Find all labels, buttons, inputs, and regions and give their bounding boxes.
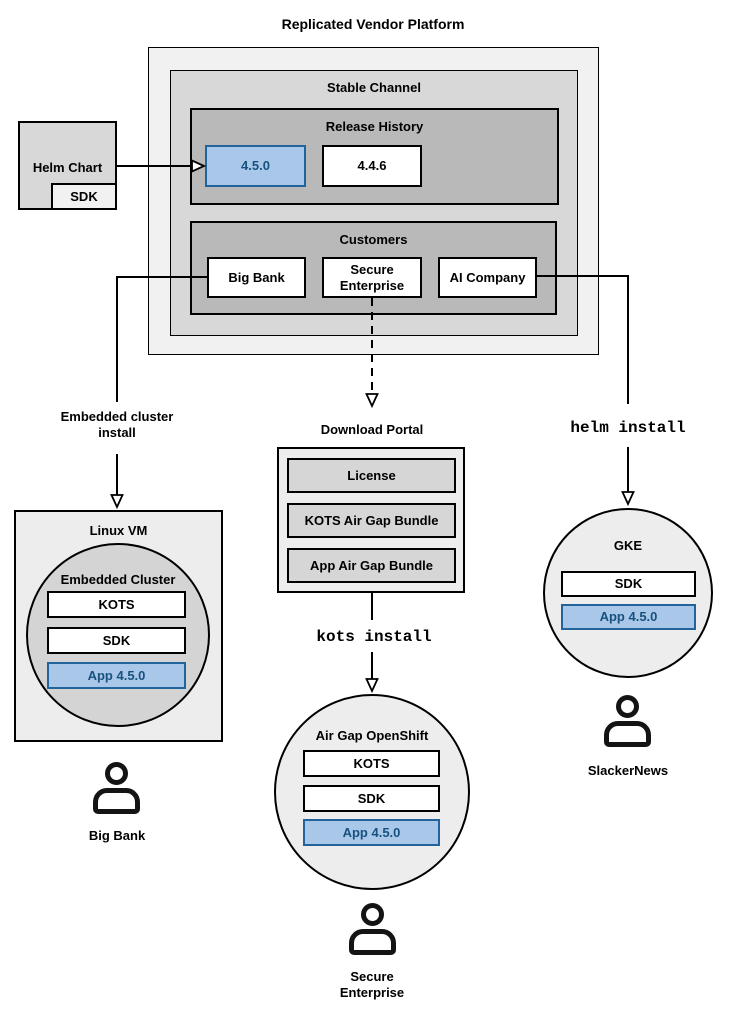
gke-app-box: App 4.5.0 bbox=[561, 604, 696, 630]
user-torso-icon bbox=[93, 788, 140, 814]
arrowhead-down-icon bbox=[365, 393, 379, 409]
arrowhead-down-icon bbox=[110, 494, 124, 510]
linux-vm-label: Linux VM bbox=[89, 523, 148, 538]
customer-ai-company: AI Company bbox=[438, 257, 537, 298]
edge-label-kots-install: kots install bbox=[316, 628, 432, 646]
download-portal-license-box: License bbox=[287, 458, 456, 493]
big-bank-user-label: Big Bank bbox=[88, 828, 146, 843]
helm-chart-label: Helm Chart bbox=[32, 160, 103, 175]
secure-enterprise-user-label: Secure Enterprise bbox=[339, 969, 405, 1001]
user-head-icon bbox=[361, 903, 384, 926]
edge-label-embedded-cluster-install: Embedded cluster install bbox=[60, 409, 174, 441]
air-gap-openshift-label: Air Gap OpenShift bbox=[315, 728, 429, 743]
arrowhead-down-icon bbox=[365, 678, 379, 694]
release-version-4-5-0: 4.5.0 bbox=[205, 145, 306, 187]
stable-channel-label: Stable Channel bbox=[327, 80, 421, 95]
arrowhead-down-icon bbox=[621, 491, 635, 507]
big-bank-user-icon bbox=[93, 762, 140, 814]
slackernews-user-label: SlackerNews bbox=[587, 763, 669, 778]
download-portal-kots-bundle-box: KOTS Air Gap Bundle bbox=[287, 503, 456, 538]
embedded-cluster-label: Embedded Cluster bbox=[60, 572, 176, 587]
customers-label: Customers bbox=[339, 232, 408, 247]
embedded-cluster-app-box: App 4.5.0 bbox=[47, 662, 186, 689]
embedded-cluster-sdk-box: SDK bbox=[47, 627, 186, 654]
embedded-cluster-kots-box: KOTS bbox=[47, 591, 186, 618]
edge-label-helm-install: helm install bbox=[570, 419, 686, 437]
release-version-4-4-6: 4.4.6 bbox=[322, 145, 422, 187]
diagram-title: Replicated Vendor Platform bbox=[281, 16, 465, 32]
release-history-label: Release History bbox=[325, 119, 424, 134]
customer-big-bank: Big Bank bbox=[207, 257, 306, 298]
gke-sdk-box: SDK bbox=[561, 571, 696, 597]
user-head-icon bbox=[616, 695, 639, 718]
openshift-kots-box: KOTS bbox=[303, 750, 440, 777]
user-head-icon bbox=[105, 762, 128, 785]
openshift-sdk-box: SDK bbox=[303, 785, 440, 812]
user-torso-icon bbox=[349, 929, 396, 955]
download-portal-app-bundle-box: App Air Gap Bundle bbox=[287, 548, 456, 583]
secure-enterprise-user-icon bbox=[349, 903, 396, 955]
download-portal-label: Download Portal bbox=[320, 422, 424, 437]
helm-chart-sdk-box: SDK bbox=[51, 183, 117, 210]
slackernews-user-icon bbox=[604, 695, 651, 747]
user-torso-icon bbox=[604, 721, 651, 747]
customer-secure-enterprise: Secure Enterprise bbox=[322, 257, 422, 298]
openshift-app-box: App 4.5.0 bbox=[303, 819, 440, 846]
gke-label: GKE bbox=[613, 538, 643, 553]
